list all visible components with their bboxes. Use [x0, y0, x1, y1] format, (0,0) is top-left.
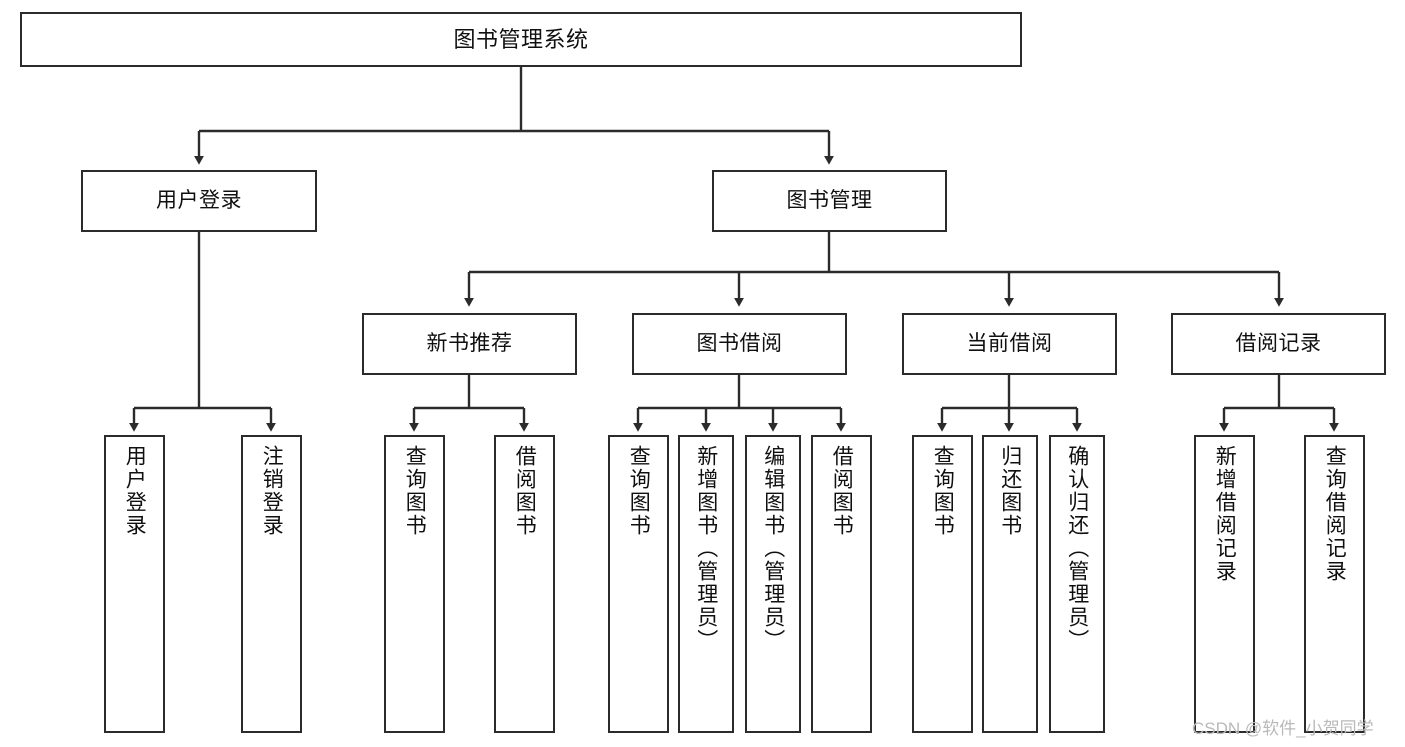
- node-label: 编辑图书（管理员）: [761, 445, 785, 652]
- node-label: 借阅图书: [513, 445, 537, 537]
- leaf-query-book-recommend[interactable]: 查询图书: [384, 435, 445, 733]
- csdn-watermark: CSDN @软件_小贺同学: [1192, 719, 1374, 738]
- node-label: 确认归还（管理员）: [1065, 445, 1089, 652]
- node-book-borrow[interactable]: 图书借阅: [632, 313, 847, 375]
- leaf-edit-book-admin[interactable]: 编辑图书（管理员）: [745, 435, 801, 733]
- node-current-borrow[interactable]: 当前借阅: [902, 313, 1117, 375]
- node-new-book-recommend[interactable]: 新书推荐: [362, 313, 577, 375]
- node-label: 图书管理: [786, 188, 873, 212]
- node-label: 注销登录: [260, 445, 284, 537]
- node-label: 查询图书: [627, 445, 651, 537]
- leaf-add-book-admin[interactable]: 新增图书（管理员）: [678, 435, 734, 733]
- node-label: 查询图书: [403, 445, 427, 537]
- node-root-system[interactable]: 图书管理系统: [20, 12, 1022, 67]
- node-label: 图书管理系统: [453, 26, 589, 52]
- node-label: 当前借阅: [966, 331, 1053, 355]
- leaf-logout[interactable]: 注销登录: [241, 435, 302, 733]
- leaf-query-book-current[interactable]: 查询图书: [912, 435, 973, 733]
- node-label: 用户登录: [123, 445, 147, 537]
- node-label: 新增借阅记录: [1213, 445, 1237, 583]
- leaf-query-borrow-record[interactable]: 查询借阅记录: [1304, 435, 1365, 733]
- node-label: 新书推荐: [426, 331, 513, 355]
- node-label: 查询借阅记录: [1323, 445, 1347, 583]
- node-borrow-record[interactable]: 借阅记录: [1171, 313, 1386, 375]
- node-label: 用户登录: [156, 188, 242, 212]
- node-label: 图书借阅: [696, 331, 783, 355]
- leaf-user-login[interactable]: 用户登录: [104, 435, 165, 733]
- node-label: 归还图书: [998, 445, 1022, 537]
- node-user-login[interactable]: 用户登录: [81, 170, 317, 232]
- leaf-query-book-borrow[interactable]: 查询图书: [608, 435, 669, 733]
- node-label: 新增图书（管理员）: [694, 445, 718, 652]
- leaf-return-book[interactable]: 归还图书: [982, 435, 1038, 733]
- leaf-confirm-return-admin[interactable]: 确认归还（管理员）: [1049, 435, 1105, 733]
- leaf-add-borrow-record[interactable]: 新增借阅记录: [1194, 435, 1255, 733]
- node-label: 借阅图书: [830, 445, 854, 537]
- leaf-borrow-book[interactable]: 借阅图书: [811, 435, 872, 733]
- node-label: 查询图书: [931, 445, 955, 537]
- leaf-borrow-book-recommend[interactable]: 借阅图书: [494, 435, 555, 733]
- node-book-management[interactable]: 图书管理: [712, 170, 947, 232]
- node-label: 借阅记录: [1235, 331, 1322, 355]
